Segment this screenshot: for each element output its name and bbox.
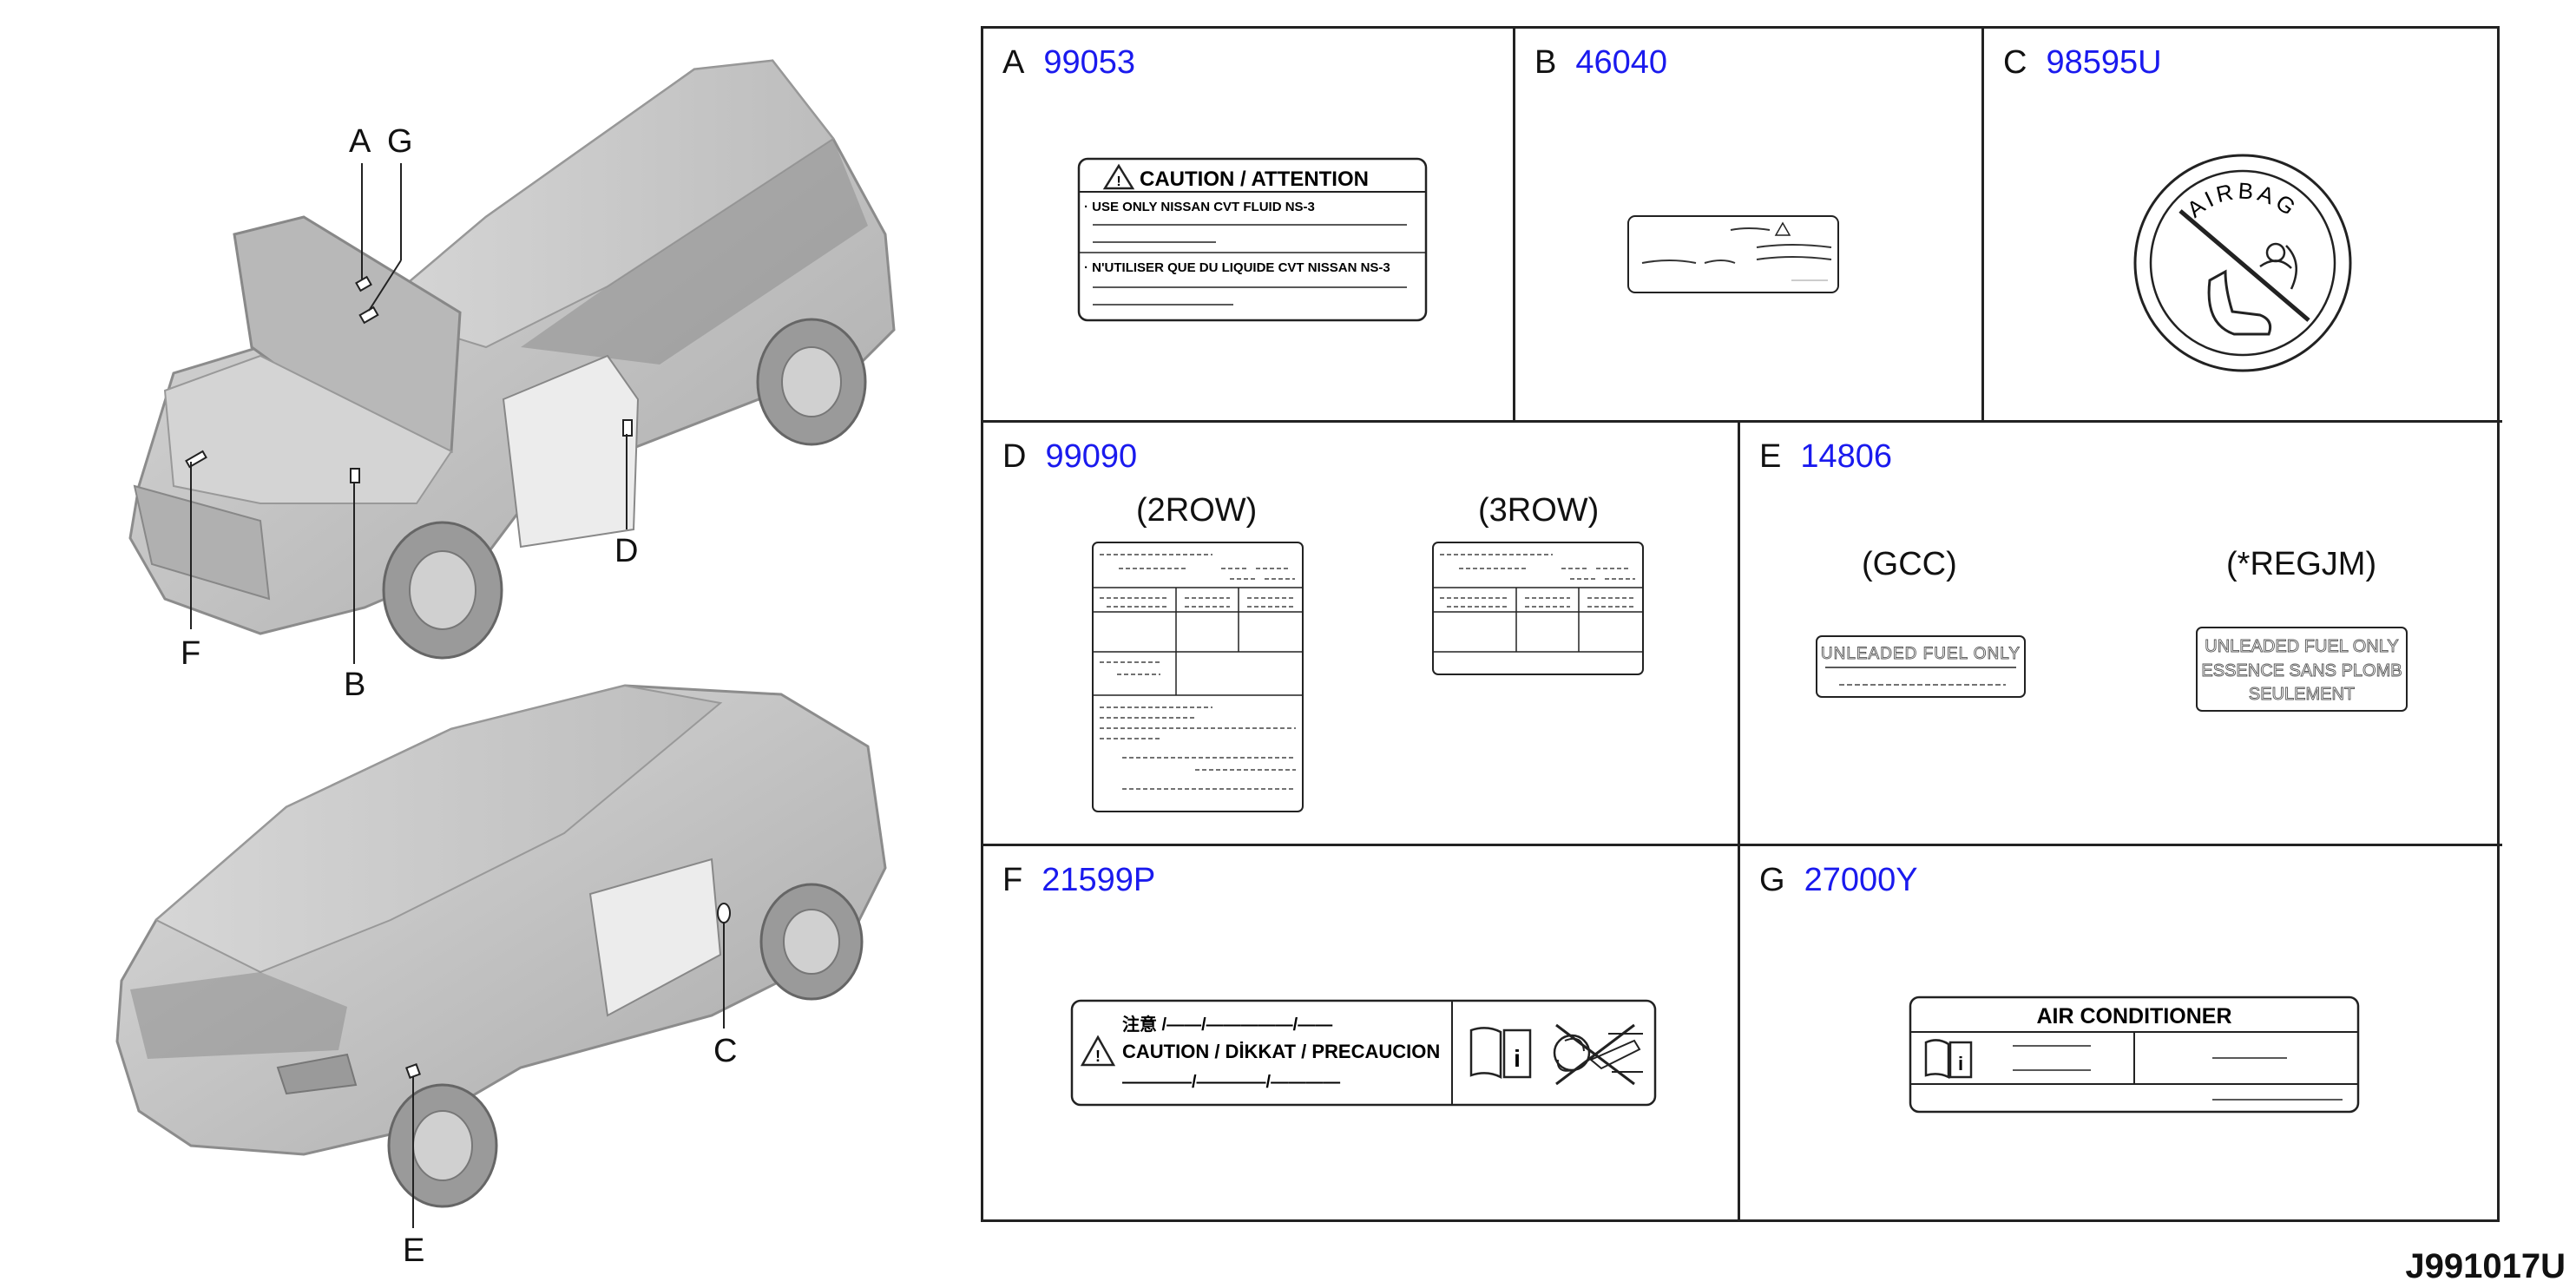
cell-b-part-number-link[interactable]: 46040	[1575, 44, 1668, 81]
fuel-regjm-line-1: UNLEADED FUEL ONLY	[2205, 637, 2398, 656]
cell-e-header: E 14806	[1759, 438, 1892, 476]
rear-vehicle-view	[115, 684, 887, 1228]
engine-cooling-fan-caution-label: ! 注意 /——/—————/—— CAUTION / DİKKAT / PRE…	[1070, 999, 1657, 1107]
cell-c-part-number-link[interactable]: 98595U	[2046, 44, 2162, 81]
svg-text:!: !	[1095, 1048, 1101, 1065]
airbag-icon	[2285, 245, 2297, 290]
unleaded-fuel-label-regjm: UNLEADED FUEL ONLY ESSENCE SANS PLOMB SE…	[2196, 627, 2408, 712]
cell-a-part-number-link[interactable]: 99053	[1043, 44, 1136, 81]
callout-b: B	[344, 667, 366, 703]
unleaded-fuel-label-gcc: UNLEADED FUEL ONLY	[1816, 635, 2026, 698]
warning-triangle-icon	[1102, 163, 1135, 190]
cell-f-header: F 21599P	[1002, 862, 1155, 899]
cell-b: B 46040	[1515, 29, 1984, 423]
cell-g: G 27000Y AIR CONDITIONER i	[1740, 846, 2502, 1219]
cell-f: F 21599P ! 注意 /——/—————/—— CAUTION / DİKK…	[983, 846, 1740, 1219]
cell-b-letter: B	[1534, 44, 1557, 81]
warning-triangle-icon	[1080, 1035, 1116, 1067]
cell-g-part-number-link[interactable]: 27000Y	[1804, 862, 1918, 898]
cell-e-letter: E	[1759, 438, 1782, 475]
svg-text:i: i	[1514, 1045, 1521, 1072]
cell-c: C 98595U AIRBAG	[1984, 29, 2502, 423]
manual-book-icon: i	[1924, 1039, 1973, 1080]
cell-b-header: B 46040	[1534, 44, 1667, 82]
f-label-line-3: ————/————/————	[1122, 1073, 1340, 1092]
callout-a: A	[349, 123, 371, 160]
cell-g-letter: G	[1759, 862, 1785, 898]
cell-d-letter: D	[1002, 438, 1027, 475]
caution-title: CAUTION / ATTENTION	[1140, 168, 1369, 191]
callout-d: D	[614, 533, 639, 569]
f-label-line-2: CAUTION / DİKKAT / PRECAUCION	[1122, 1041, 1440, 1062]
vehicle-illustrations	[115, 59, 896, 1228]
callout-g: G	[387, 123, 413, 160]
cell-c-header: C 98595U	[2003, 44, 2162, 82]
tire-info-label-2row	[1092, 542, 1304, 812]
cell-a: A 99053 ! CAUTION / ATTENTION · USE ONLY …	[983, 29, 1515, 423]
label-grid: A 99053 ! CAUTION / ATTENTION · USE ONLY …	[981, 26, 2502, 1222]
cell-a-letter: A	[1002, 44, 1025, 81]
air-conditioner-label: AIR CONDITIONER i	[1909, 996, 2360, 1114]
variant-regjm: (*REGJM)	[2226, 546, 2377, 582]
variant-gcc: (GCC)	[1862, 546, 1957, 582]
callout-f: F	[181, 635, 201, 672]
diagram-id: J991017U	[2405, 1247, 2566, 1285]
fuel-regjm-line-2: ESSENCE SANS PLOMB	[2201, 661, 2402, 680]
cell-e-part-number-link[interactable]: 14806	[1800, 438, 1893, 475]
cell-d-header: D 99090	[1002, 438, 1137, 476]
f-label-line-1: 注意 /——/—————/——	[1122, 1014, 1332, 1035]
fuel-regjm-line-3: SEULEMENT	[2249, 685, 2355, 704]
cell-f-part-number-link[interactable]: 21599P	[1042, 862, 1156, 898]
cell-c-letter: C	[2003, 44, 2027, 81]
caution-line-2: · N'UTILISER QUE DU LIQUIDE CVT NISSAN N…	[1084, 260, 1390, 275]
arabic-warning-label	[1627, 215, 1839, 293]
variant-2row: (2ROW)	[1136, 492, 1258, 529]
front-vehicle-view	[128, 59, 896, 664]
tire-info-label-3row	[1432, 542, 1644, 675]
svg-text:!: !	[1116, 174, 1120, 189]
variant-3row: (3ROW)	[1478, 492, 1600, 529]
cvt-caution-label: ! CAUTION / ATTENTION · USE ONLY NISSAN …	[1077, 157, 1428, 322]
cell-a-header: A 99053	[1002, 44, 1135, 82]
prohibition-slash-icon	[2178, 209, 2310, 322]
child-seat-icon	[2207, 269, 2272, 336]
no-child-seat-airbag-label: AIRBAG	[2133, 154, 2352, 372]
cell-d-part-number-link[interactable]: 99090	[1045, 438, 1138, 475]
cell-f-letter: F	[1002, 862, 1023, 898]
warning-triangle-icon	[1774, 221, 1791, 236]
manual-book-icon: i	[1469, 1027, 1532, 1080]
callout-c: C	[713, 1033, 738, 1069]
caution-line-1: · USE ONLY NISSAN CVT FLUID NS-3	[1084, 200, 1315, 214]
no-hand-fan-icon	[1553, 1023, 1643, 1086]
cell-g-header: G 27000Y	[1759, 862, 1918, 899]
cell-e: E 14806 (GCC) (*REGJM) UNLEADED FUEL ONLY…	[1740, 423, 2502, 846]
ac-title: AIR CONDITIONER	[2037, 1004, 2232, 1028]
svg-text:i: i	[1958, 1053, 1963, 1074]
fuel-gcc-text: UNLEADED FUEL ONLY	[1821, 645, 2021, 663]
callout-e: E	[403, 1232, 425, 1269]
cell-d: D 99090 (2ROW) (3ROW)	[983, 423, 1740, 846]
